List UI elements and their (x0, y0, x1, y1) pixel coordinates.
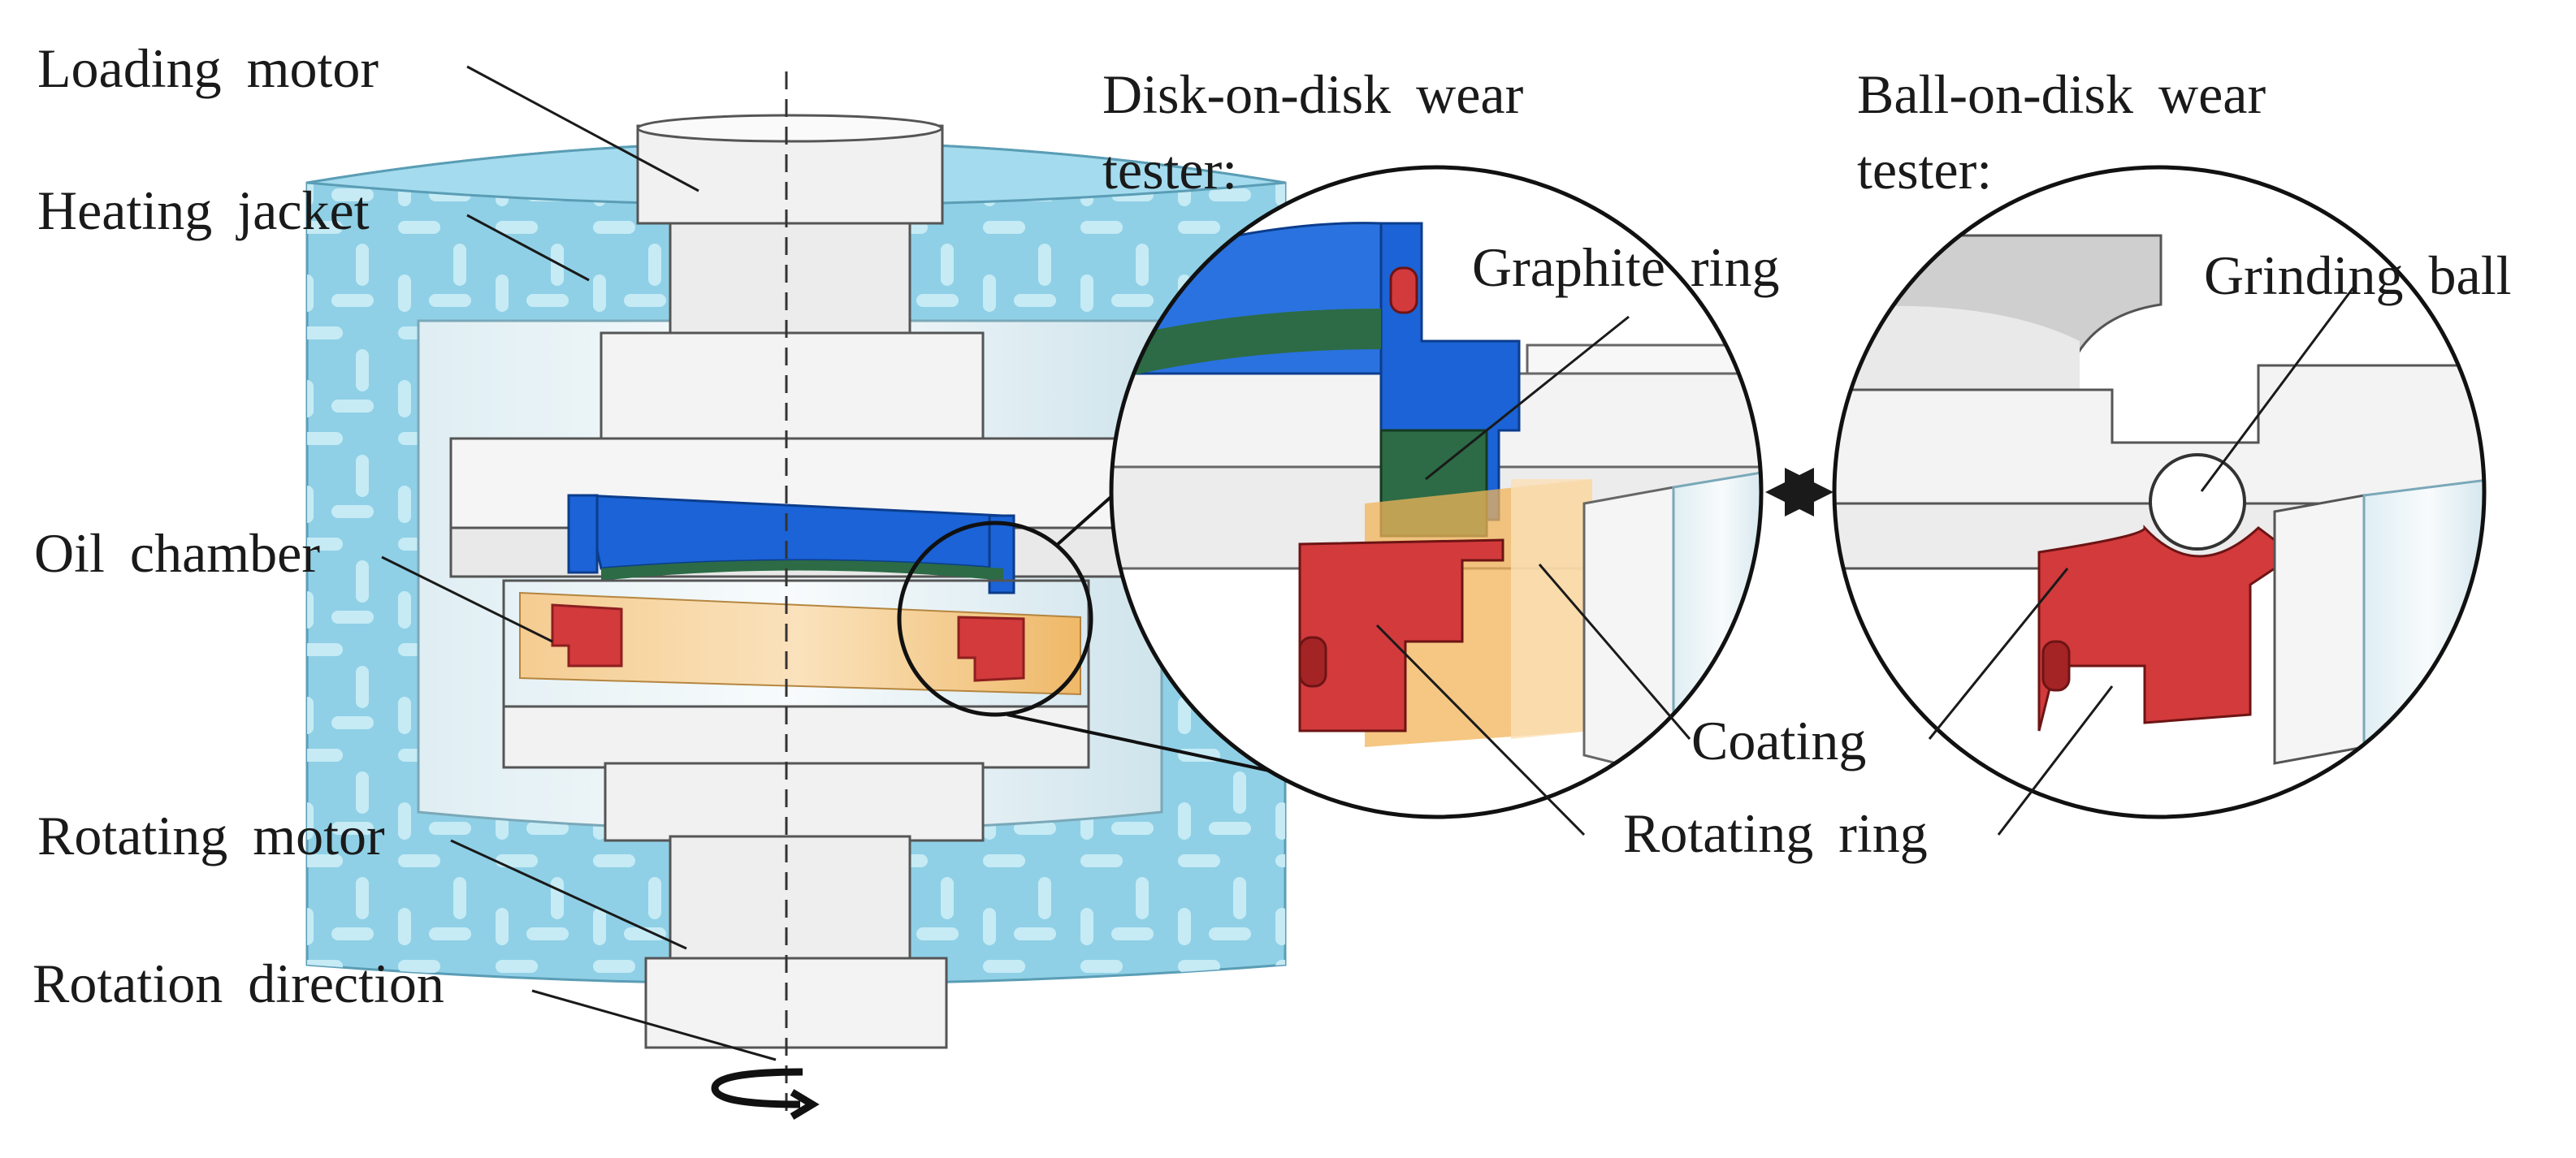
label-heating-jacket: Heating jacket (37, 179, 370, 241)
label-graphite-ring: Graphite ring (1472, 236, 1780, 298)
main-assembly (305, 71, 1301, 1120)
rotating-ring-left (551, 603, 623, 668)
label-ball-on-disk-title-1: Ball-on-disk wear (1857, 63, 2266, 125)
label-disk-on-disk-title-1: Disk-on-disk wear (1102, 63, 1524, 125)
graphite-ring-small (601, 560, 1003, 581)
zoom-circle-2 (1832, 165, 2487, 819)
label-ball-on-disk-title-2: tester: (1857, 139, 1993, 201)
rotating-ring-right (957, 616, 1025, 682)
label-oil-chamber: Oil chamber (34, 522, 320, 584)
leader-lines (381, 65, 2357, 1061)
label-disk-on-disk-title-2: tester: (1102, 139, 1238, 201)
label-rotating-motor: Rotating motor (37, 805, 385, 866)
grinding-ball-zoom (2149, 453, 2246, 551)
label-loading-motor: Loading motor (37, 37, 379, 99)
lower-plate (502, 705, 1090, 769)
rotating-motor-shaft (669, 835, 911, 960)
label-rotating-ring: Rotating ring (1623, 802, 1928, 864)
oil-chamber (519, 591, 1081, 696)
rotation-arrow (711, 1068, 803, 1108)
callout-circle (897, 521, 1093, 717)
zoom-circle-1 (1109, 165, 1764, 819)
label-grinding-ball: Grinding ball (2204, 244, 2512, 306)
label-coating: Coating (1691, 710, 1867, 771)
label-rotation-direction: Rotation direction (32, 953, 444, 1014)
